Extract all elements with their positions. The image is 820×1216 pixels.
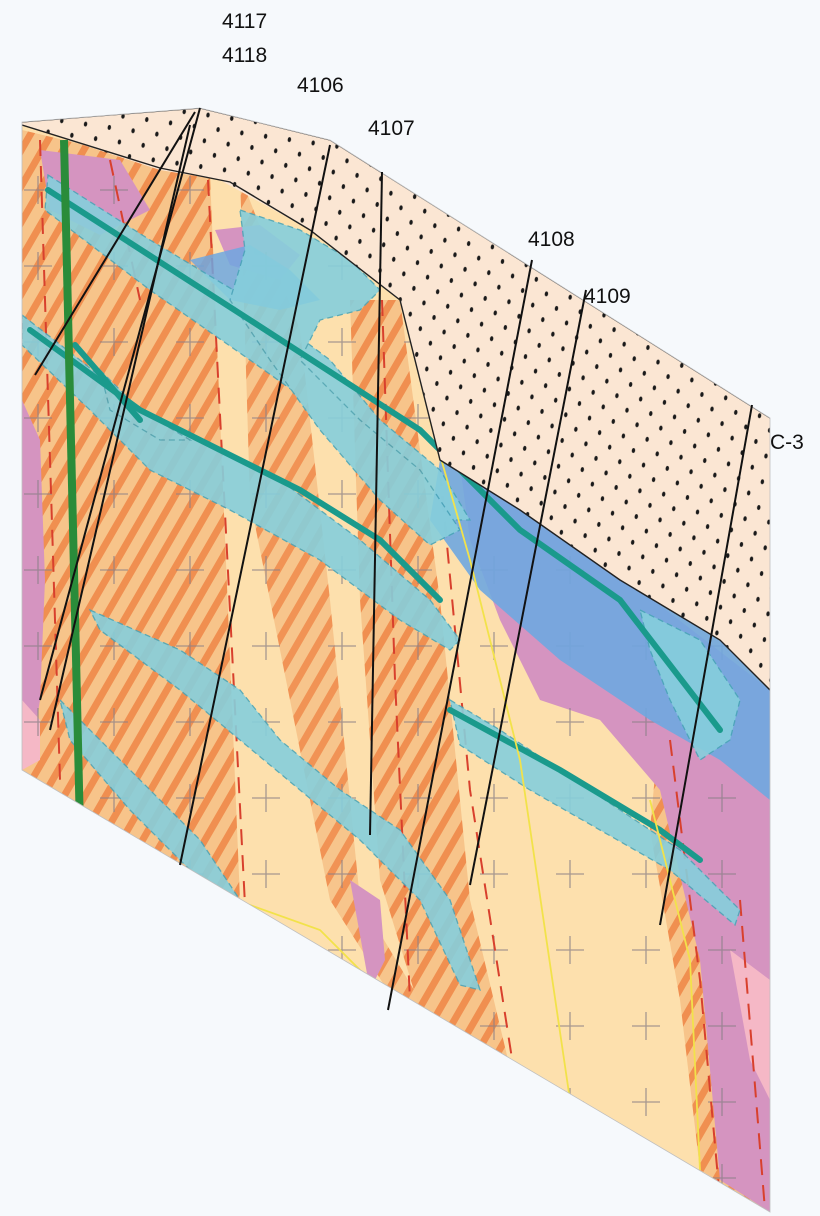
drillhole-trace-4109: [469, 289, 587, 886]
drillhole-traces: [34, 107, 753, 1011]
drillhole-trace-4117: [39, 107, 201, 701]
drillhole-label-4109: 4109: [584, 285, 631, 308]
drillhole-label-4118: 4118: [222, 44, 267, 67]
cyan-mineralized-bands: [22, 173, 741, 991]
drillhole-trace-4108b: [387, 259, 533, 1011]
drillhole-label-4117: 4117: [222, 10, 267, 33]
drillhole-trace-4118: [34, 111, 196, 376]
drillhole-label-4108: 4108: [528, 228, 575, 251]
drillhole-label-4107: 4107: [368, 117, 415, 140]
drillhole-label-c3: C-3: [770, 431, 804, 454]
drillhole-trace-4106: [49, 124, 191, 731]
green-vertical-line: [60, 139, 84, 831]
drillhole-trace-4108: [369, 171, 383, 836]
drillhole-label-4106: 4106: [297, 74, 344, 97]
drillhole-trace-4107: [179, 144, 331, 866]
dotted-overburden: [22, 108, 770, 690]
overburden-base-line: [22, 124, 770, 691]
drillhole-trace-c3: [659, 404, 753, 926]
